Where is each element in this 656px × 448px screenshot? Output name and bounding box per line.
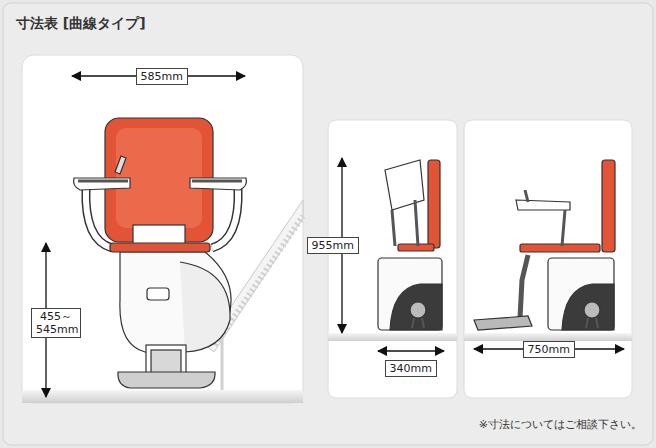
dimension-value: 340mm (390, 362, 432, 375)
folded-panel (328, 120, 457, 398)
dimension-value: 955mm (312, 239, 354, 252)
dimension-value: 585mm (141, 70, 183, 83)
dimension-box: 585mm (136, 68, 188, 85)
floor (22, 390, 303, 403)
chair-front (74, 118, 247, 388)
chair-open (474, 160, 615, 330)
dimension-box: 455～ 545mm (31, 308, 81, 338)
dimension-arrows (46, 76, 624, 397)
dimension-box: 340mm (385, 360, 437, 377)
chair-folded (378, 160, 442, 330)
dimension-box: 955mm (307, 237, 359, 254)
front-panel (22, 55, 303, 403)
dimension-value: 750mm (528, 343, 570, 356)
dimension-box: 750mm (523, 341, 575, 358)
page-title: 寸法表 [曲線タイプ] (16, 15, 146, 33)
open-panel (464, 120, 632, 398)
dimension-value: 455～ 545mm (36, 310, 76, 336)
floor (464, 333, 632, 341)
floor (328, 333, 457, 341)
outer-frame (3, 3, 653, 445)
note-text: ※寸法についてはご相談下さい。 (479, 417, 642, 432)
